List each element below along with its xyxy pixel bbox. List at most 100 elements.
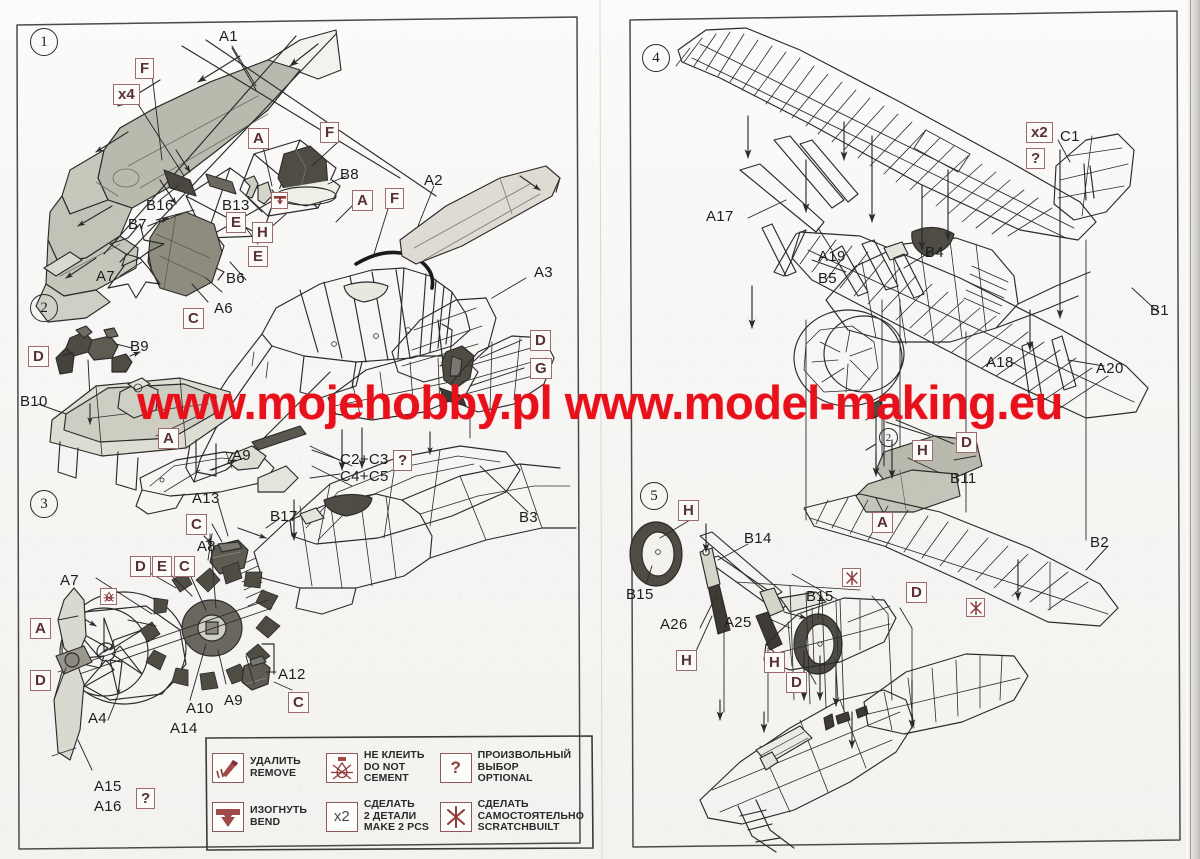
panel-frame-left — [16, 16, 581, 850]
chip-A-1: A — [248, 128, 269, 149]
legend-item-scratchbuilt: СДЕЛАТЬ САМОСТОЯТЕЛЬНО SCRATCHBUILT — [439, 797, 584, 834]
scratchbuilt-icon — [845, 570, 858, 585]
label-A2: A2 — [424, 172, 443, 189]
label-B2: B2 — [1090, 534, 1109, 551]
chip-question-3: ? — [1026, 148, 1046, 169]
chip-F-1: F — [135, 58, 155, 79]
label-A9-1: A9 — [232, 447, 251, 464]
chip-C-1: C — [183, 308, 204, 329]
chip-x4: x4 — [113, 84, 140, 105]
legend-text-bend: ИЗОГНУТЬ BEND — [250, 803, 307, 828]
step-reference-2: 2 — [879, 428, 898, 447]
step3-propeller — [51, 587, 93, 761]
label-A6: A6 — [214, 300, 233, 317]
chip-question-1: ? — [393, 450, 413, 471]
label-A3: A3 — [534, 264, 553, 281]
label-A12: A12 — [278, 666, 306, 683]
label-A19: A19 — [818, 248, 846, 265]
make-two-icon: x2 — [325, 801, 358, 832]
label-B1: B1 — [1150, 302, 1169, 319]
step4-struts — [739, 135, 1077, 401]
chip-H-3: H — [676, 650, 697, 671]
scratchbuilt-icon — [969, 600, 982, 615]
step1-star-part — [107, 223, 165, 299]
label-A25: A25 — [724, 614, 752, 631]
legend-item-bend: ИЗОГНУТЬ BEND — [212, 801, 322, 832]
bend-icon — [212, 801, 244, 832]
chip-x2-1: x2 — [1026, 122, 1053, 143]
chip-D-7: D — [906, 582, 927, 603]
label-B6: B6 — [226, 270, 245, 287]
step4-artwork — [675, 27, 1149, 627]
chip-A-3: A — [158, 428, 179, 449]
chip-question-2: ? — [136, 788, 156, 809]
chip-H-1: H — [912, 440, 933, 461]
step-number-1: 1 — [30, 28, 58, 56]
label-B9: B9 — [130, 338, 149, 355]
step1-A2-plate — [399, 165, 561, 265]
step-number-3: 3 — [30, 490, 58, 518]
step5-artwork — [629, 521, 1029, 853]
label-B11: B11 — [950, 470, 977, 487]
label-A10: A10 — [186, 700, 214, 717]
chip-C-3: C — [174, 556, 195, 577]
legend-text-make-2-pcs: СДЕЛАТЬ 2 ДЕТАЛИ MAKE 2 PCS — [363, 797, 429, 834]
label-A13: A13 — [192, 490, 220, 507]
chip-C-2: C — [186, 514, 207, 535]
chip-H-2: H — [678, 500, 699, 521]
chip-D-6: D — [786, 672, 807, 693]
label-A15: A15 — [94, 778, 122, 795]
chip-D-3: D — [130, 556, 151, 577]
label-B13: B13 — [222, 197, 250, 214]
label-C1: C1 — [1060, 128, 1080, 145]
step3-fuselage — [237, 463, 577, 615]
chip-D-5: D — [956, 432, 977, 453]
label-A17: A17 — [706, 208, 734, 225]
chip-bend-icon-inline — [271, 192, 288, 209]
legend-text-optional: ПРОИЗВОЛЬНЫЙ ВЫБОР OPTIONAL — [477, 748, 572, 785]
chip-H-4: H — [764, 652, 785, 673]
label-A18: A18 — [986, 354, 1014, 371]
step5-lower-wing — [863, 653, 1029, 735]
scratchbuilt-icon — [439, 801, 472, 832]
label-B14: B14 — [744, 530, 772, 547]
page-gutter-line — [1190, 0, 1191, 859]
chip-D-1: D — [530, 330, 551, 351]
chip-A-5: A — [872, 512, 893, 533]
chip-F-3: F — [385, 188, 405, 209]
label-B3: B3 — [519, 509, 538, 526]
step4-cowl — [793, 309, 905, 407]
label-A26: A26 — [660, 616, 688, 633]
chip-scratchbuilt-1 — [842, 568, 861, 587]
step-number-2: 2 — [30, 294, 58, 322]
chip-C-4: C — [288, 692, 309, 713]
bend-icon — [273, 196, 286, 205]
legend-item-make-2-pcs: x2 СДЕЛАТЬ 2 ДЕТАЛИ MAKE 2 PCS — [325, 797, 436, 834]
legend-text-do-not-cement: НЕ КЛЕИТЬ DO NOT CEMENT — [363, 748, 425, 785]
chip-H: H — [252, 222, 273, 243]
label-C2C3: C2+C3 — [340, 451, 389, 468]
label-B15-1: B15 — [626, 586, 654, 603]
label-A4: A4 — [88, 710, 107, 727]
legend: УДАЛИТЬ REMOVE НЕ КЛЕИТЬ DO NOT CEMENT — [212, 744, 584, 840]
label-A16: A16 — [94, 798, 122, 815]
step-number-5: 5 — [640, 482, 668, 510]
chip-E-3: E — [152, 556, 173, 577]
label-A1: A1 — [219, 28, 238, 45]
label-B5: B5 — [818, 270, 837, 287]
label-B4: B4 — [925, 244, 944, 261]
step3-radial-engine — [139, 561, 281, 691]
label-C4C5: C4+C5 — [340, 468, 389, 485]
step2-artwork — [49, 325, 555, 545]
chip-G: G — [530, 358, 552, 379]
label-A7-2: A7 — [60, 572, 79, 589]
legend-item-optional: ? ПРОИЗВОЛЬНЫЙ ВЫБОР OPTIONAL — [439, 748, 584, 785]
label-A7-1: A7 — [96, 268, 115, 285]
legend-item-remove: УДАЛИТЬ REMOVE — [212, 752, 322, 783]
step5-skid — [737, 799, 795, 853]
step4-tail — [1053, 133, 1135, 221]
step4-fuselage — [825, 226, 1091, 345]
legend-text-scratchbuilt: СДЕЛАТЬ САМОСТОЯТЕЛЬНО SCRATCHBUILT — [477, 797, 584, 834]
